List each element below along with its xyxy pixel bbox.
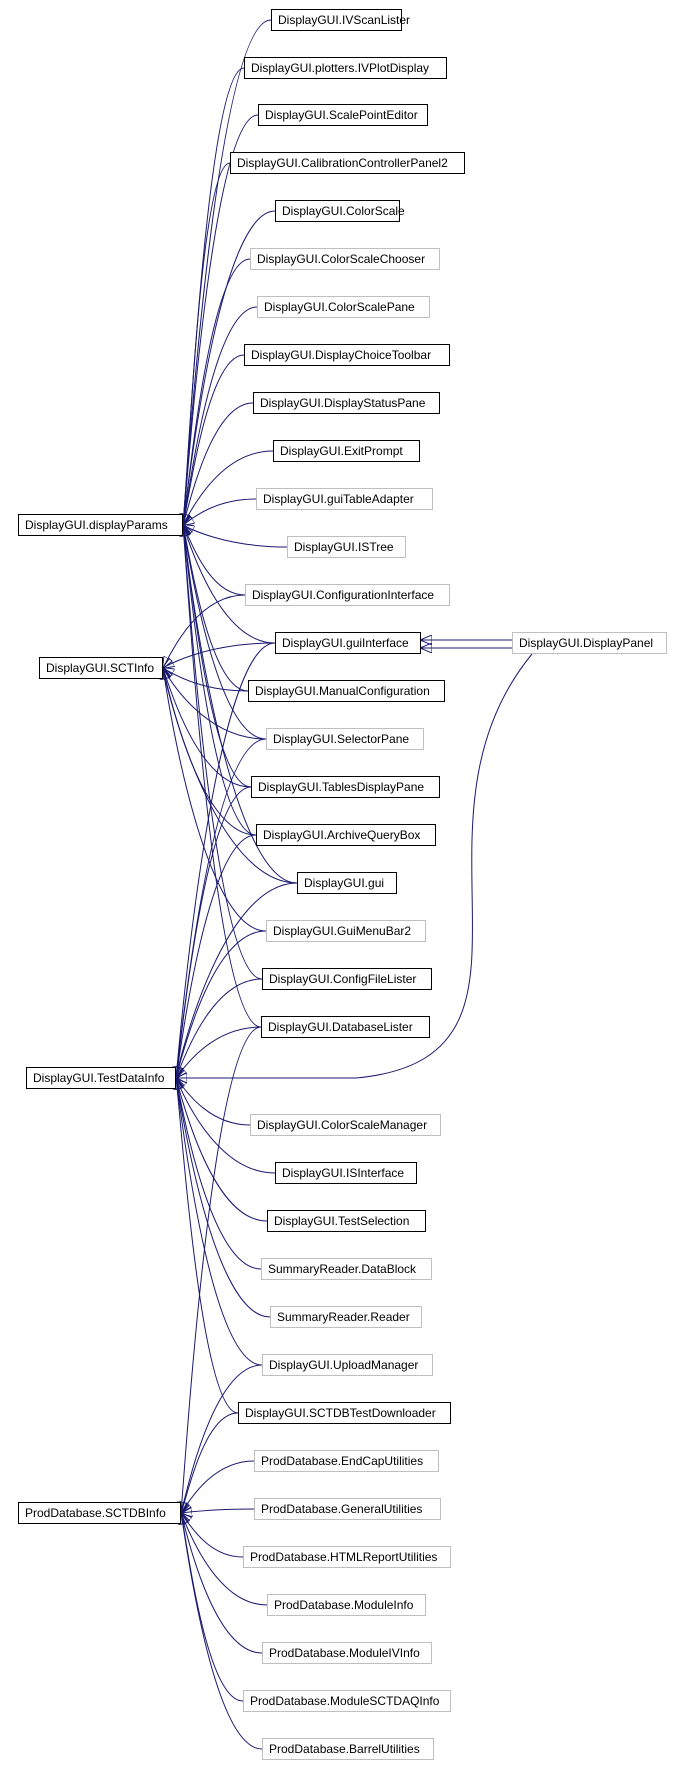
edge-module-sctdaq-info-to-sctdb-info	[181, 1513, 244, 1702]
node-scale-point-editor[interactable]: DisplayGUI.ScalePointEditor	[258, 104, 428, 126]
node-sct-info[interactable]: DisplayGUI.SCTInfo	[39, 657, 163, 679]
edge-barrel-utilities-to-sctdb-info	[181, 1513, 263, 1750]
node-gui-interface[interactable]: DisplayGUI.guiInterface	[275, 632, 421, 654]
edge-gui-menu-bar2-to-sct-info	[163, 668, 267, 932]
edge-gui-to-display-params	[183, 525, 298, 884]
node-test-data-info[interactable]: DisplayGUI.TestDataInfo	[26, 1067, 176, 1089]
node-html-report-utilities[interactable]: ProdDatabase.HTMLReportUtilities	[243, 1546, 451, 1568]
edge-sctdb-test-downloader-to-sctdb-info	[181, 1412, 239, 1513]
edge-test-selection-to-test-data-info	[176, 1078, 268, 1222]
node-sctdb-info[interactable]: ProdDatabase.SCTDBInfo	[18, 1502, 181, 1524]
node-general-utilities[interactable]: ProdDatabase.GeneralUtilities	[254, 1498, 441, 1520]
edge-data-block-to-test-data-info	[176, 1078, 262, 1270]
node-display-params[interactable]: DisplayGUI.displayParams	[18, 514, 183, 536]
edge-general-utilities-to-sctdb-info	[181, 1509, 255, 1513]
edge-gui-interface-to-sct-info	[163, 642, 276, 668]
node-calibration-controller-panel2[interactable]: DisplayGUI.CalibrationControllerPanel2	[230, 152, 465, 174]
node-gui-menu-bar2[interactable]: DisplayGUI.GuiMenuBar2	[266, 920, 426, 942]
node-display-status-pane[interactable]: DisplayGUI.DisplayStatusPane	[253, 392, 440, 414]
edge-gui-table-adapter-to-display-params	[183, 498, 257, 525]
edge-database-lister-to-sctdb-info	[181, 1026, 262, 1513]
node-end-cap-utilities[interactable]: ProdDatabase.EndCapUtilities	[254, 1450, 439, 1472]
edge-tables-display-pane-to-test-data-info	[176, 786, 252, 1078]
node-reader[interactable]: SummaryReader.Reader	[270, 1306, 422, 1328]
node-manual-configuration[interactable]: DisplayGUI.ManualConfiguration	[248, 680, 445, 702]
edge-gui-menu-bar2-to-test-data-info	[176, 930, 267, 1078]
edge-gui-to-test-data-info	[176, 882, 298, 1078]
node-module-iv-info[interactable]: ProdDatabase.ModuleIVInfo	[262, 1642, 432, 1664]
edge-end-cap-utilities-to-sctdb-info	[181, 1460, 255, 1513]
edge-is-tree-to-display-params	[183, 525, 288, 548]
node-is-tree[interactable]: DisplayGUI.ISTree	[287, 536, 406, 558]
edge-configuration-interface-to-display-params	[183, 525, 246, 596]
node-sctdb-test-downloader[interactable]: DisplayGUI.SCTDBTestDownloader	[238, 1402, 451, 1424]
edge-gui-to-sct-info	[163, 668, 298, 884]
edge-display-choice-toolbar-to-display-params	[183, 354, 245, 525]
node-gui-table-adapter[interactable]: DisplayGUI.guiTableAdapter	[256, 488, 433, 510]
edge-upload-manager-to-test-data-info	[176, 1078, 263, 1366]
edge-reader-to-test-data-info	[176, 1078, 271, 1318]
node-barrel-utilities[interactable]: ProdDatabase.BarrelUtilities	[262, 1738, 434, 1760]
edge-sctdb-test-downloader-to-test-data-info	[176, 1078, 239, 1414]
edge-color-scale-chooser-to-display-params	[183, 258, 251, 525]
node-color-scale-manager[interactable]: DisplayGUI.ColorScaleManager	[250, 1114, 441, 1136]
edge-color-scale-pane-to-display-params	[183, 306, 258, 525]
node-configuration-interface[interactable]: DisplayGUI.ConfigurationInterface	[245, 584, 450, 606]
node-color-scale-chooser[interactable]: DisplayGUI.ColorScaleChooser	[250, 248, 440, 270]
edge-calibration-controller-panel2-to-display-params	[183, 162, 231, 525]
edge-database-lister-to-display-params	[183, 525, 262, 1028]
node-test-selection[interactable]: DisplayGUI.TestSelection	[267, 1210, 426, 1232]
node-exit-prompt[interactable]: DisplayGUI.ExitPrompt	[273, 440, 420, 462]
edge-selector-pane-to-display-params	[183, 525, 267, 740]
node-tables-display-pane[interactable]: DisplayGUI.TablesDisplayPane	[251, 776, 440, 798]
node-config-file-lister[interactable]: DisplayGUI.ConfigFileLister	[262, 968, 432, 990]
node-iv-scan-lister[interactable]: DisplayGUI.IVScanLister	[271, 9, 410, 31]
node-iv-plot-display[interactable]: DisplayGUI.plotters.IVPlotDisplay	[244, 57, 447, 79]
node-selector-pane[interactable]: DisplayGUI.SelectorPane	[266, 728, 424, 750]
edge-gui-interface-to-test-data-info	[176, 642, 276, 1078]
node-data-block[interactable]: SummaryReader.DataBlock	[261, 1258, 432, 1280]
node-color-scale-pane[interactable]: DisplayGUI.ColorScalePane	[257, 296, 430, 318]
node-module-info[interactable]: ProdDatabase.ModuleInfo	[267, 1594, 426, 1616]
node-upload-manager[interactable]: DisplayGUI.UploadManager	[262, 1354, 433, 1376]
node-archive-query-box[interactable]: DisplayGUI.ArchiveQueryBox	[256, 824, 436, 846]
node-display-panel[interactable]: DisplayGUI.DisplayPanel	[512, 632, 667, 654]
edge-configuration-interface-to-sct-info	[163, 594, 246, 668]
node-is-interface[interactable]: DisplayGUI.ISInterface	[275, 1162, 417, 1184]
node-gui[interactable]: DisplayGUI.gui	[297, 872, 397, 894]
edge-archive-query-box-to-test-data-info	[176, 834, 257, 1078]
edge-selector-pane-to-sct-info	[163, 668, 267, 740]
node-display-choice-toolbar[interactable]: DisplayGUI.DisplayChoiceToolbar	[244, 344, 450, 366]
node-module-sctdaq-info[interactable]: ProdDatabase.ModuleSCTDAQInfo	[243, 1690, 451, 1712]
edge-display-panel-to-test-data-info	[176, 653, 533, 1078]
node-database-lister[interactable]: DisplayGUI.DatabaseLister	[261, 1016, 430, 1038]
node-color-scale[interactable]: DisplayGUI.ColorScale	[275, 200, 405, 222]
edge-upload-manager-to-sctdb-info	[181, 1364, 263, 1513]
